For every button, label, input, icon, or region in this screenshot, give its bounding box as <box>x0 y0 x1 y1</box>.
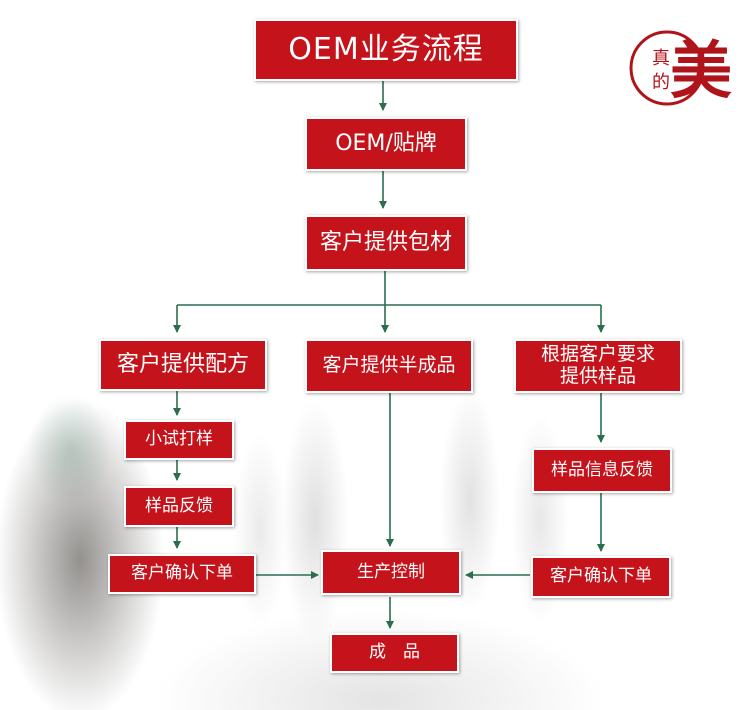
node-trial-sample: 小试打样 <box>124 420 234 460</box>
node-customer-confirm-right: 客户确认下单 <box>531 556 671 598</box>
node-customer-packaging: 客户提供包材 <box>305 215 467 271</box>
node-customer-formula: 客户提供配方 <box>99 339 267 391</box>
brand-seal-logo: 真 的 美 <box>629 30 732 107</box>
node-sample-feedback-left: 样品反馈 <box>124 486 234 527</box>
node-customer-semi-finished: 客户提供半成品 <box>305 339 473 393</box>
node-finished-product: 成 品 <box>330 633 459 673</box>
node-production-control: 生产控制 <box>321 550 461 595</box>
seal-char-big: 美 <box>670 34 732 107</box>
node-sample-info-feedback: 样品信息反馈 <box>532 448 672 493</box>
node-oem-label: OEM/贴牌 <box>305 117 467 171</box>
flow-title: OEM业务流程 <box>254 19 518 81</box>
node-customer-confirm-left: 客户确认下单 <box>108 554 256 594</box>
node-sample-per-request: 根据客户要求 提供样品 <box>514 339 682 393</box>
seal-char-bottom: 的 <box>652 72 670 93</box>
seal-char-top: 真 <box>652 48 670 69</box>
